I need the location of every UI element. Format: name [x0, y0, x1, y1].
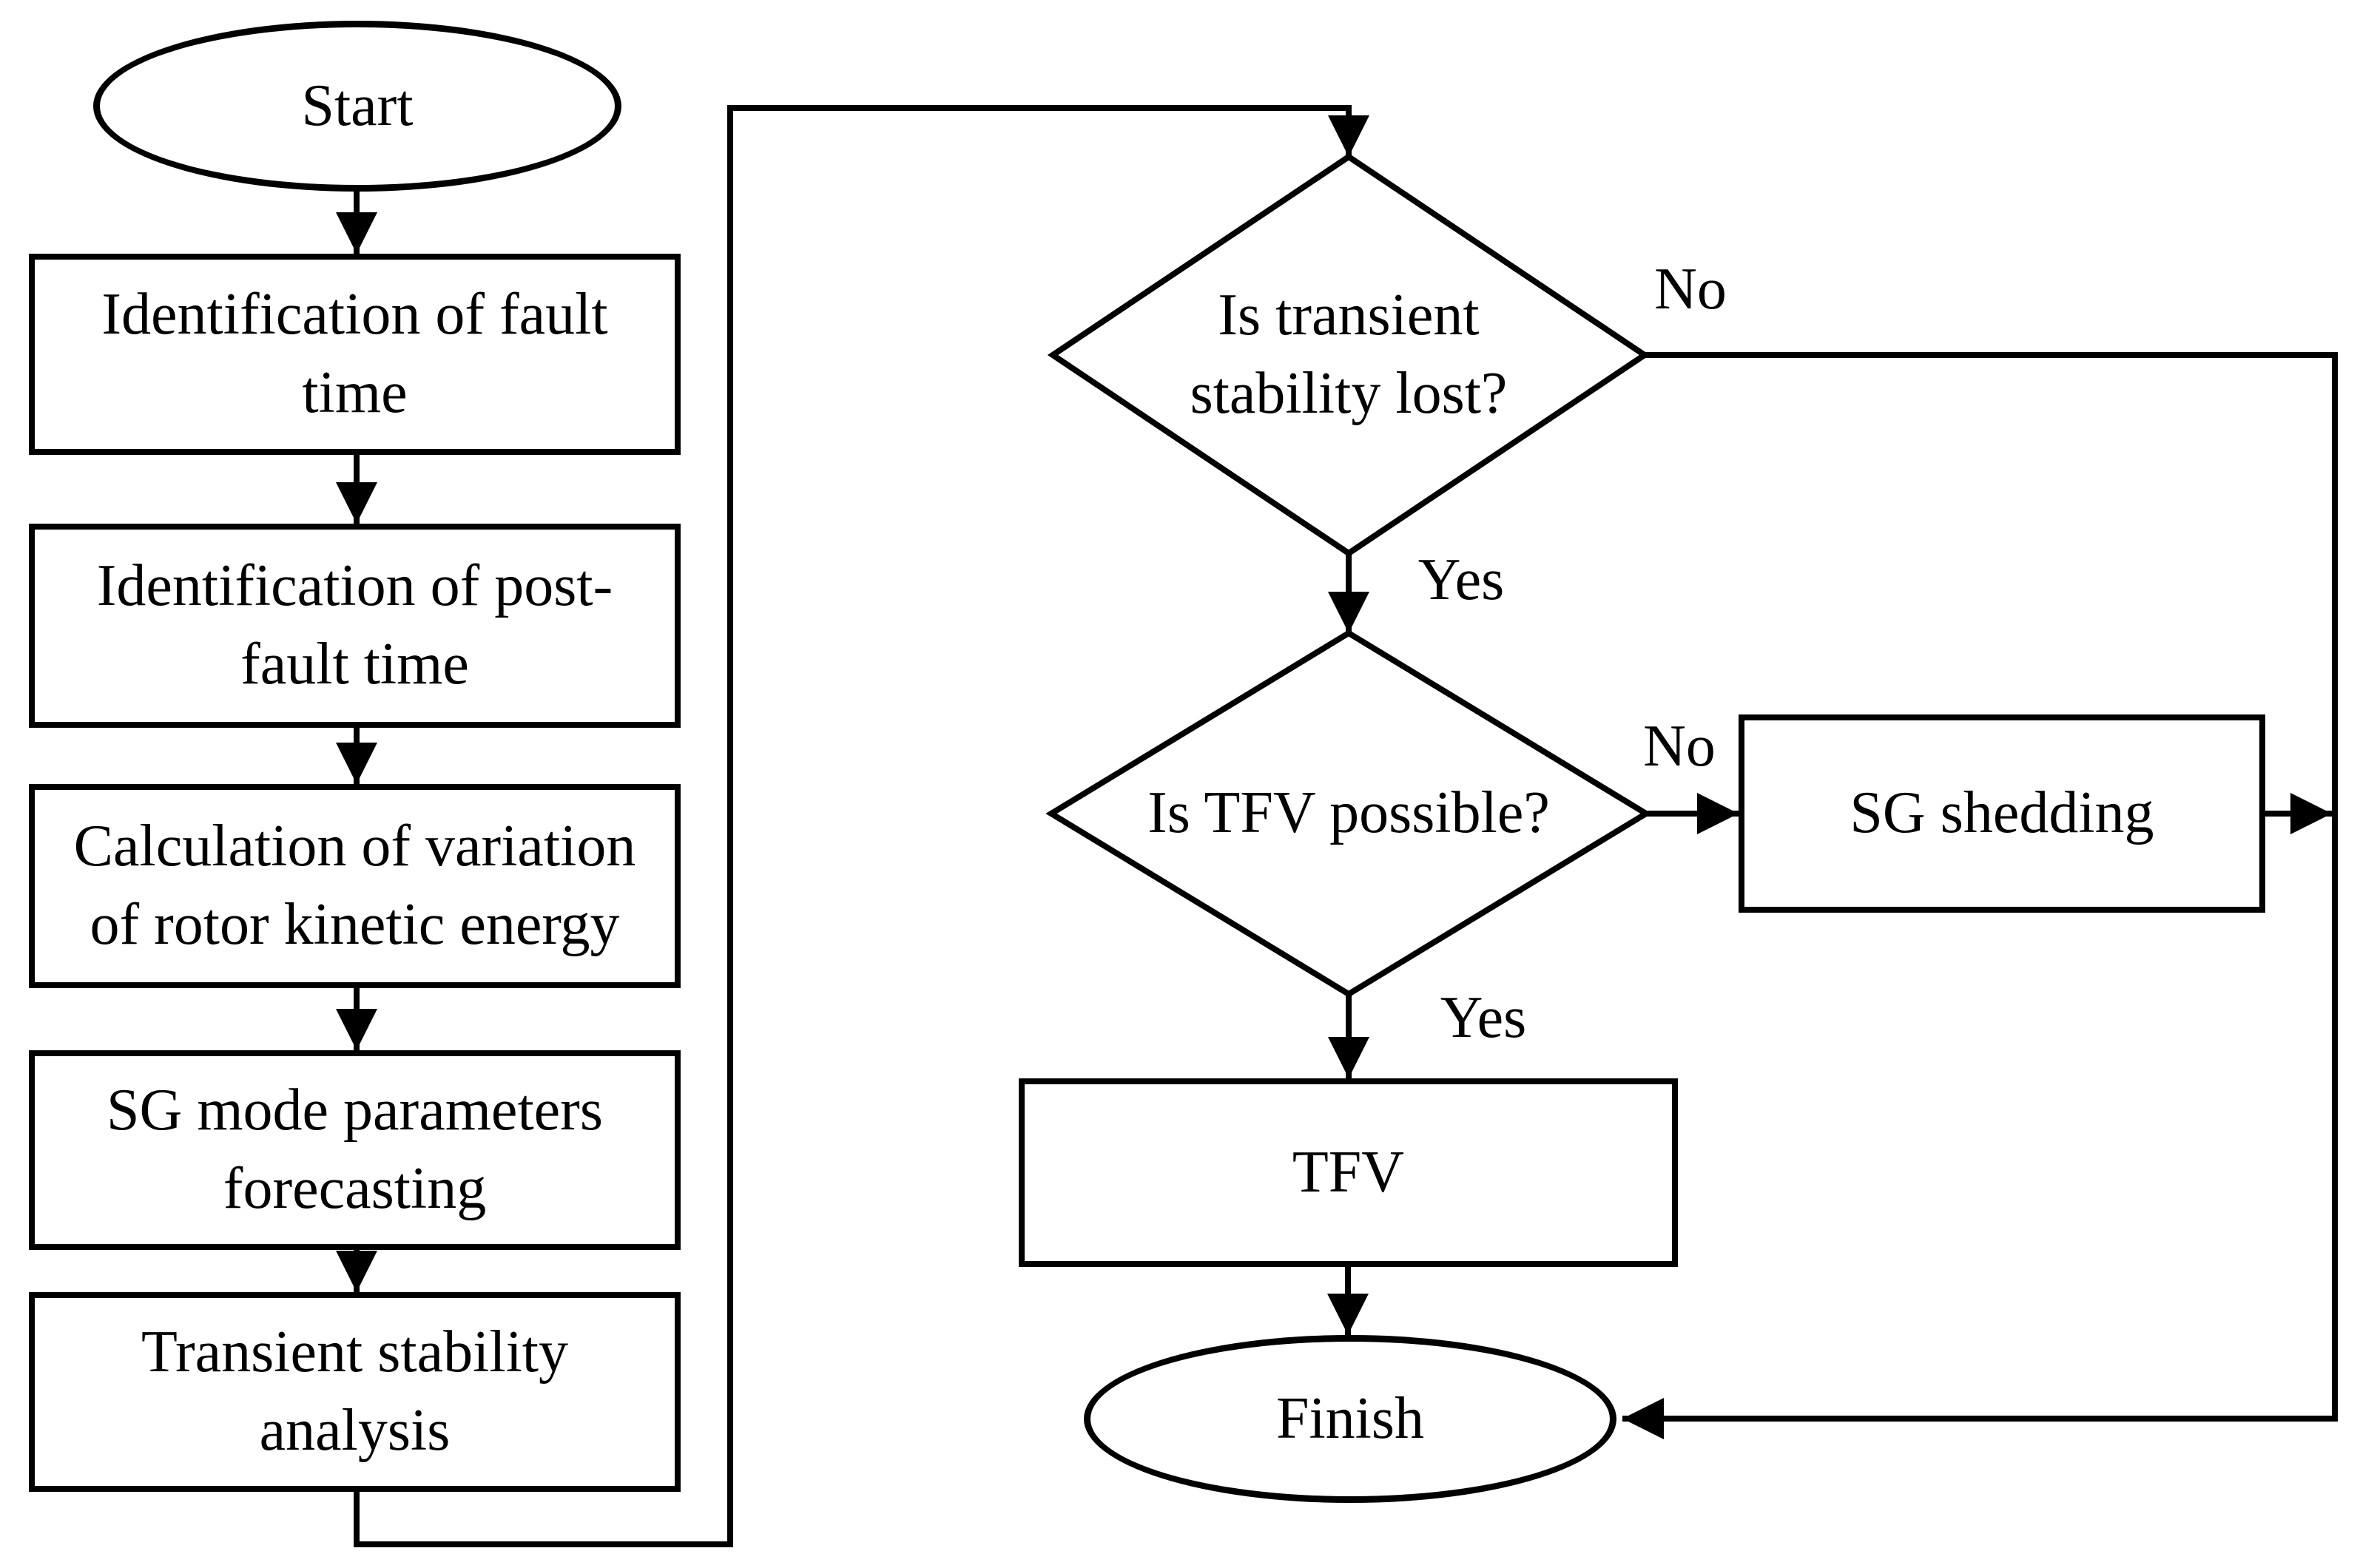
- action-box-label: SG shedding: [1850, 780, 2154, 846]
- branch-label-yes-stability-lost: Yes: [1417, 547, 1505, 613]
- decision-diamond-tfv-possible: [1045, 629, 1652, 998]
- action-box-tfv: TFV: [1019, 1078, 1678, 1267]
- connector-no-to-finish: [1622, 352, 2338, 1439]
- finish-terminal: Finish: [1084, 1335, 1616, 1503]
- process-box-sg-mode-forecasting: SG mode parameters forecasting: [29, 1050, 681, 1250]
- process-box-line: fault time: [240, 632, 469, 697]
- decision-text-stability-lost: Is transient stability lost?: [1090, 257, 1608, 453]
- process-box-line: Calculation of variation: [73, 814, 636, 879]
- process-box-line: Identification of post-: [96, 553, 613, 619]
- process-box-line: Identification of fault: [101, 282, 608, 348]
- process-box-fault-time: Identification of fault time: [29, 254, 681, 455]
- branch-label-no-tfv-possible: No: [1643, 714, 1716, 780]
- process-box-line: forecasting: [223, 1156, 487, 1221]
- decision-text-line: Is TFV possible?: [1147, 780, 1550, 846]
- decision-diamond-stability-lost: [1047, 153, 1651, 557]
- process-box-line: SG mode parameters: [107, 1078, 603, 1143]
- decision-text-line: stability lost?: [1190, 361, 1508, 426]
- action-box-sg-shedding: SG shedding: [1739, 714, 2265, 913]
- decision-text-line: Is transient: [1218, 283, 1480, 348]
- process-box-post-fault-time: Identification of post- fault time: [29, 524, 681, 728]
- decision-text-tfv-possible: Is TFV possible?: [1071, 751, 1626, 876]
- start-terminal: Start: [93, 21, 621, 192]
- process-box-line: of rotor kinetic energy: [90, 892, 620, 957]
- process-box-rotor-kinetic-energy: Calculation of variation of rotor kineti…: [29, 784, 681, 988]
- process-box-line: Transient stability: [141, 1319, 569, 1385]
- branch-label-no-stability-lost: No: [1654, 257, 1727, 322]
- process-box-line: time: [302, 360, 408, 425]
- connector-analysis-to-stability-lost: [354, 105, 1369, 1547]
- process-box-line: analysis: [259, 1398, 451, 1463]
- branch-label-yes-tfv-possible: Yes: [1440, 985, 1527, 1051]
- action-box-label: TFV: [1292, 1139, 1405, 1205]
- process-box-transient-stability-analysis: Transient stability analysis: [29, 1292, 681, 1492]
- start-label: Start: [301, 72, 414, 138]
- finish-label: Finish: [1275, 1385, 1425, 1451]
